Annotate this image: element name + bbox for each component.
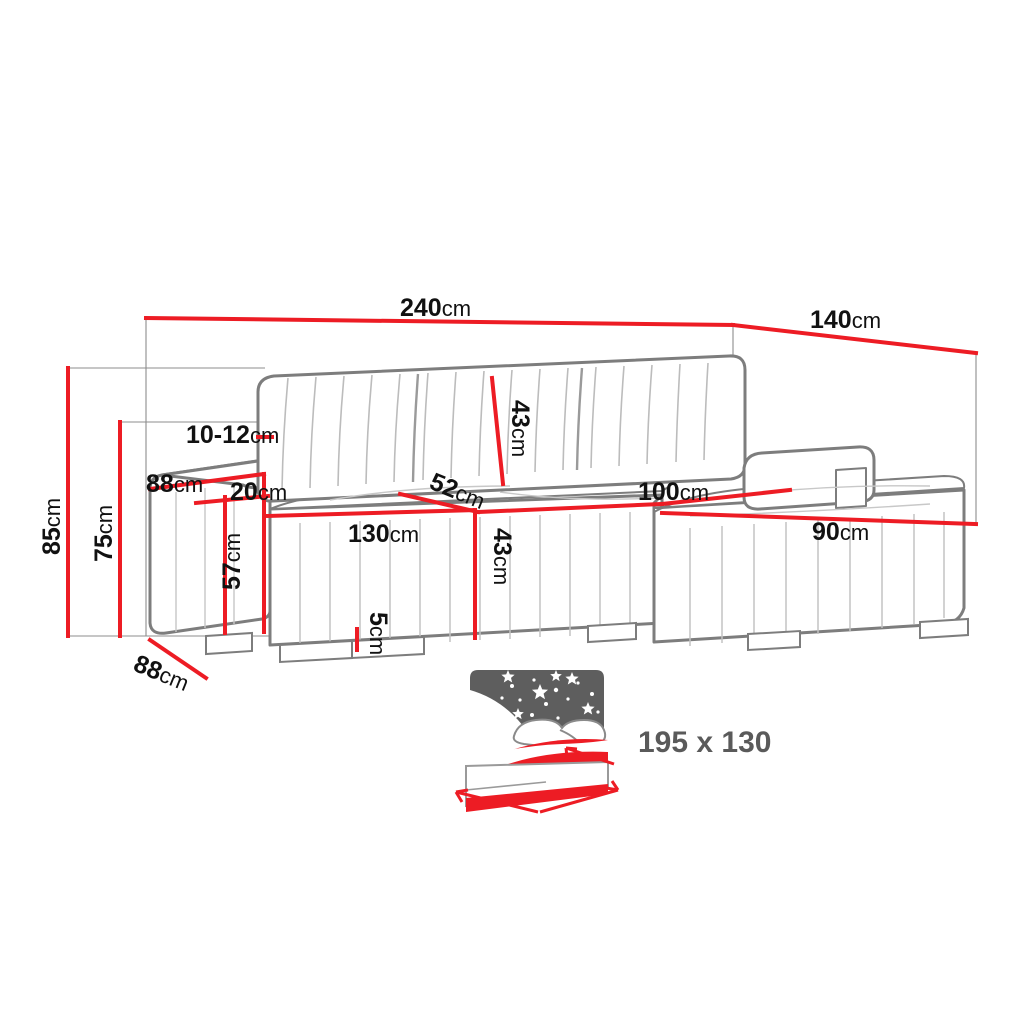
- sleeping-area-label: 195 x 130: [638, 726, 771, 759]
- label-arm-width: 20cm: [230, 478, 287, 506]
- label-leg-height: 5cm: [364, 612, 392, 655]
- label-backrest-height: 75cm: [90, 505, 118, 562]
- label-backrest-cushion-height: 43cm: [506, 400, 534, 457]
- label-armrest-thickness: 10-12cm: [186, 421, 279, 449]
- label-chaise-depth: 140cm: [810, 306, 881, 334]
- label-seat-height: 43cm: [488, 528, 516, 585]
- bed-dimension-arrows: [454, 746, 620, 814]
- label-chaise-seat-depth: 100cm: [638, 478, 709, 506]
- seat-front-channel-lines: [299, 512, 631, 650]
- backrest-channel-lines: [281, 362, 709, 491]
- label-total-height: 85cm: [38, 498, 66, 555]
- sofa-legs: [205, 617, 969, 664]
- red-dimension-lines: [66, 315, 979, 681]
- label-arm-side-depth: 57cm: [218, 533, 246, 590]
- label-overall-width: 240cm: [400, 294, 471, 322]
- label-arm-depth-top: 88cm: [146, 470, 203, 498]
- label-chaise-width: 90cm: [812, 518, 869, 546]
- bed-with-starry-night-icon: [454, 670, 620, 814]
- chaise-front-channel-lines: [689, 512, 945, 646]
- label-arm-base-depth: 88cm: [130, 650, 193, 697]
- arm-channel-lines: [175, 484, 235, 632]
- label-seat-width: 130cm: [348, 520, 419, 548]
